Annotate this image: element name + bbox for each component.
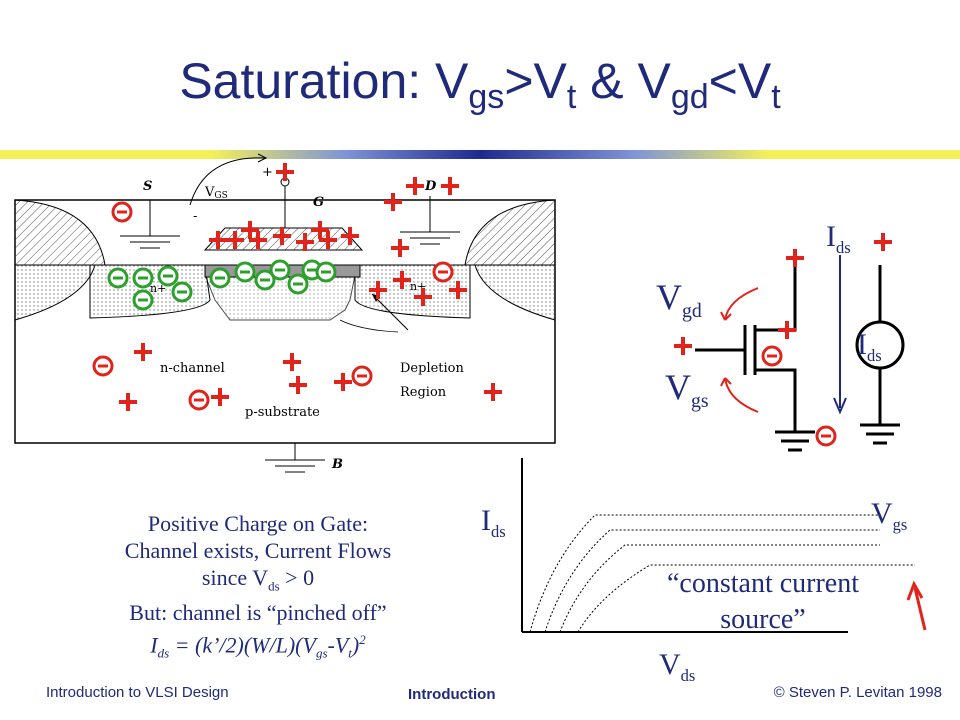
drain-label: D	[424, 179, 437, 194]
channel-electron	[269, 259, 291, 281]
channel-electron	[315, 261, 337, 283]
transistor-schematic	[672, 231, 905, 452]
plus-charge	[404, 175, 426, 197]
plus-charge	[274, 161, 296, 183]
minus-charge	[432, 261, 454, 283]
plus-charge	[281, 351, 303, 373]
iv-curve	[529, 514, 880, 633]
channel-electron	[234, 261, 256, 283]
iv-curve	[544, 529, 880, 633]
plus-charge	[872, 231, 894, 253]
slide-title: Saturation: Vgs>Vt & Vgd<Vt	[179, 53, 781, 116]
plus-charge	[439, 175, 461, 197]
graph-y-label: Ids	[481, 504, 506, 541]
minus-charge	[761, 345, 783, 367]
iv-curve	[559, 544, 880, 633]
mosfet-cross-section: S G D B VGS + - n+ n+ n-channel Depletio…	[14, 153, 556, 473]
minus-charge	[815, 425, 837, 447]
channel-electron	[132, 267, 154, 289]
depletion-label: Depletion	[400, 361, 464, 376]
vgd-label: Vgd	[656, 277, 702, 323]
plus-charge	[784, 247, 806, 269]
plus-charge	[672, 335, 694, 357]
minus-charge	[92, 355, 114, 377]
graph-x-label: Vds	[659, 648, 696, 685]
n-channel-label: n-channel	[160, 361, 225, 376]
minus-charge	[351, 365, 373, 387]
channel-electron	[287, 273, 309, 295]
vgs-device-label: VGS	[204, 185, 228, 201]
plus-charge	[776, 319, 798, 341]
minus-charge	[188, 389, 210, 411]
footer-left: Introduction to VLSI Design	[46, 684, 229, 701]
channel-electron	[171, 281, 193, 303]
bulk-label: B	[331, 457, 343, 472]
region-label: Region	[400, 385, 447, 400]
plus-charge	[382, 191, 404, 213]
source-label: S	[143, 179, 152, 194]
ids-top-label: Ids	[826, 220, 851, 257]
n-plus-left-label: n+	[150, 282, 166, 295]
caption-text: Positive Charge on Gate: Channel exists,…	[124, 511, 392, 662]
plus-charge	[389, 237, 411, 259]
plus-charge	[132, 341, 154, 363]
footer-center: Introduction	[408, 686, 496, 703]
channel-electron	[209, 267, 231, 289]
p-substrate-label: p-substrate	[245, 405, 320, 420]
plus-charge	[482, 381, 504, 403]
plus-charge	[287, 374, 309, 396]
minus-charge	[111, 201, 133, 223]
channel-electron	[132, 289, 154, 311]
graph-curve-label: Vgs	[871, 497, 908, 534]
vgs-minus-sign: -	[193, 209, 197, 224]
iv-graph	[521, 458, 927, 633]
footer-right: © Steven P. Levitan 1998	[773, 684, 942, 701]
vgs-circuit-label: Vgs	[665, 367, 709, 413]
vgs-plus-sign: +	[262, 165, 273, 180]
gate-label: G	[313, 195, 324, 210]
channel-electron	[107, 267, 129, 289]
plus-charge	[332, 371, 354, 393]
current-source-label: Ids	[857, 328, 882, 365]
title-divider-bar	[0, 150, 960, 159]
vgs-increase-arrow	[913, 587, 927, 631]
channel-electron	[157, 265, 179, 287]
plus-charge	[209, 386, 231, 408]
plus-charge	[117, 391, 139, 413]
